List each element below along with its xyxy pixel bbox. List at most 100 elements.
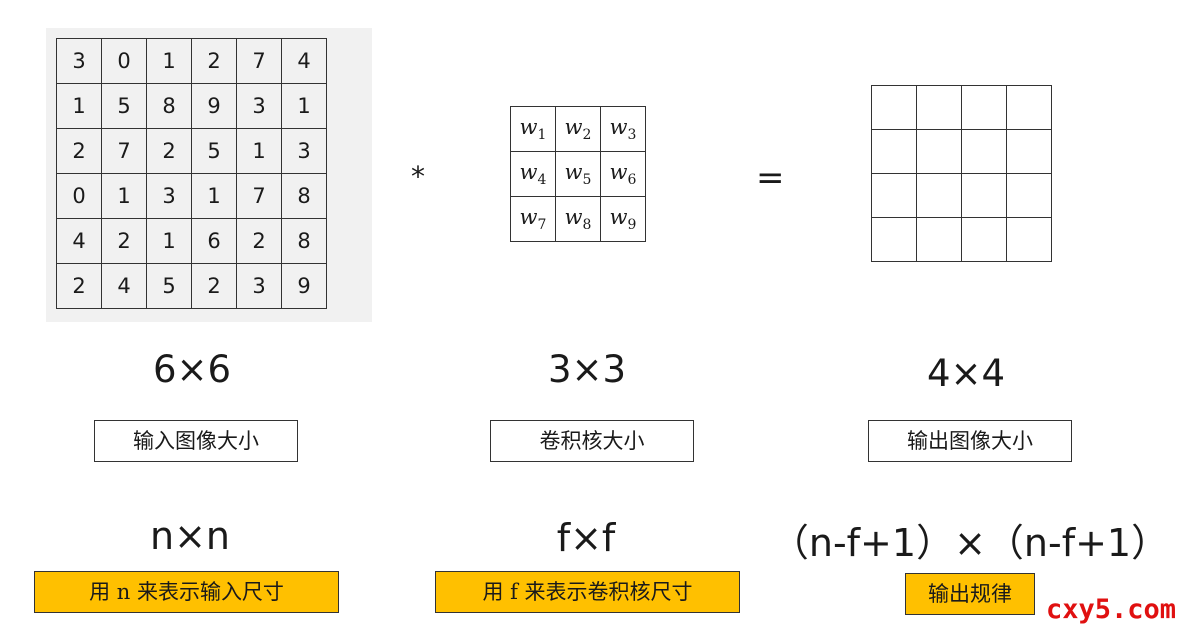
weight-symbol: w <box>519 204 538 229</box>
kernel-cell: w9 <box>600 196 646 242</box>
output-cell <box>916 173 962 218</box>
output-cell <box>916 129 962 174</box>
output-cell <box>1006 173 1052 218</box>
matrix-cell: 5 <box>191 128 237 174</box>
kernel-matrix: w1 w2 w3 w4 w5 w6 w7 w8 w9 <box>510 106 646 242</box>
matrix-cell: 1 <box>146 218 192 264</box>
matrix-cell: 3 <box>56 38 102 84</box>
kernel-notation-note: 用 f 来表示卷积核尺寸 <box>435 571 740 613</box>
input-matrix: 3 0 1 2 7 4 1 5 8 9 3 1 2 7 2 5 1 3 0 1 … <box>56 38 327 309</box>
input-size: 6×6 <box>152 348 232 391</box>
kernel-size: 3×3 <box>547 348 627 391</box>
weight-index: 9 <box>627 217 637 234</box>
output-cell <box>961 173 1007 218</box>
weight-index: 1 <box>537 127 547 144</box>
kernel-cell: w6 <box>600 151 646 197</box>
output-row <box>871 173 1052 218</box>
matrix-cell: 3 <box>236 83 282 129</box>
weight-symbol: w <box>519 159 538 184</box>
weight-index: 3 <box>627 127 637 144</box>
input-size-label: 输入图像大小 <box>94 420 298 462</box>
matrix-cell: 1 <box>236 128 282 174</box>
kernel-row: w1 w2 w3 <box>510 106 646 152</box>
output-cell <box>961 85 1007 130</box>
matrix-cell: 7 <box>101 128 147 174</box>
output-row <box>871 85 1052 130</box>
output-size-label: 输出图像大小 <box>868 420 1072 462</box>
output-formula: （n-f+1）×（n-f+1） <box>770 521 1170 565</box>
output-cell <box>1006 85 1052 130</box>
equals-operator: = <box>756 158 785 198</box>
matrix-cell: 3 <box>146 173 192 219</box>
matrix-cell: 7 <box>236 38 282 84</box>
matrix-cell: 0 <box>101 38 147 84</box>
kernel-size-label: 卷积核大小 <box>490 420 694 462</box>
output-cell <box>871 173 917 218</box>
matrix-row: 2 7 2 5 1 3 <box>56 128 327 174</box>
matrix-cell: 2 <box>236 218 282 264</box>
input-formula: n×n <box>149 514 230 558</box>
matrix-cell: 2 <box>146 128 192 174</box>
output-cell <box>1006 129 1052 174</box>
watermark: cxy5.com <box>1046 594 1177 625</box>
matrix-cell: 4 <box>281 38 327 84</box>
matrix-row: 2 4 5 2 3 9 <box>56 263 327 309</box>
kernel-cell: w8 <box>555 196 601 242</box>
output-rule-note: 输出规律 <box>905 573 1035 615</box>
matrix-row: 4 2 1 6 2 8 <box>56 218 327 264</box>
matrix-cell: 6 <box>191 218 237 264</box>
weight-symbol: w <box>564 114 583 139</box>
matrix-cell: 2 <box>191 38 237 84</box>
weight-index: 4 <box>537 172 547 189</box>
weight-symbol: w <box>519 114 538 139</box>
matrix-cell: 2 <box>56 263 102 309</box>
kernel-row: w4 w5 w6 <box>510 151 646 197</box>
matrix-cell: 9 <box>281 263 327 309</box>
matrix-cell: 5 <box>146 263 192 309</box>
weight-symbol: w <box>609 114 628 139</box>
weight-index: 8 <box>582 217 592 234</box>
matrix-cell: 4 <box>101 263 147 309</box>
matrix-cell: 0 <box>56 173 102 219</box>
weight-symbol: w <box>564 204 583 229</box>
matrix-cell: 9 <box>191 83 237 129</box>
kernel-formula: f×f <box>556 516 616 560</box>
matrix-cell: 4 <box>56 218 102 264</box>
weight-index: 6 <box>627 172 637 189</box>
matrix-cell: 2 <box>56 128 102 174</box>
input-notation-note: 用 n 来表示输入尺寸 <box>34 571 339 613</box>
weight-index: 7 <box>537 217 547 234</box>
matrix-cell: 5 <box>101 83 147 129</box>
weight-symbol: w <box>609 159 628 184</box>
output-cell <box>871 85 917 130</box>
matrix-cell: 1 <box>56 83 102 129</box>
weight-index: 5 <box>582 172 592 189</box>
kernel-cell: w7 <box>510 196 556 242</box>
matrix-row: 0 1 3 1 7 8 <box>56 173 327 219</box>
matrix-cell: 3 <box>281 128 327 174</box>
kernel-cell: w1 <box>510 106 556 152</box>
output-matrix <box>871 85 1052 262</box>
matrix-cell: 1 <box>146 38 192 84</box>
matrix-cell: 1 <box>101 173 147 219</box>
convolution-operator: * <box>411 160 425 193</box>
output-row <box>871 217 1052 262</box>
weight-symbol: w <box>564 159 583 184</box>
output-size: 4×4 <box>926 352 1006 395</box>
output-cell <box>871 129 917 174</box>
matrix-cell: 1 <box>281 83 327 129</box>
output-cell <box>961 217 1007 262</box>
matrix-cell: 2 <box>191 263 237 309</box>
kernel-cell: w3 <box>600 106 646 152</box>
output-cell <box>916 217 962 262</box>
kernel-cell: w5 <box>555 151 601 197</box>
output-cell <box>961 129 1007 174</box>
output-cell <box>1006 217 1052 262</box>
matrix-row: 3 0 1 2 7 4 <box>56 38 327 84</box>
weight-symbol: w <box>609 204 628 229</box>
output-row <box>871 129 1052 174</box>
weight-index: 2 <box>582 127 592 144</box>
matrix-cell: 7 <box>236 173 282 219</box>
matrix-cell: 8 <box>281 218 327 264</box>
kernel-cell: w4 <box>510 151 556 197</box>
